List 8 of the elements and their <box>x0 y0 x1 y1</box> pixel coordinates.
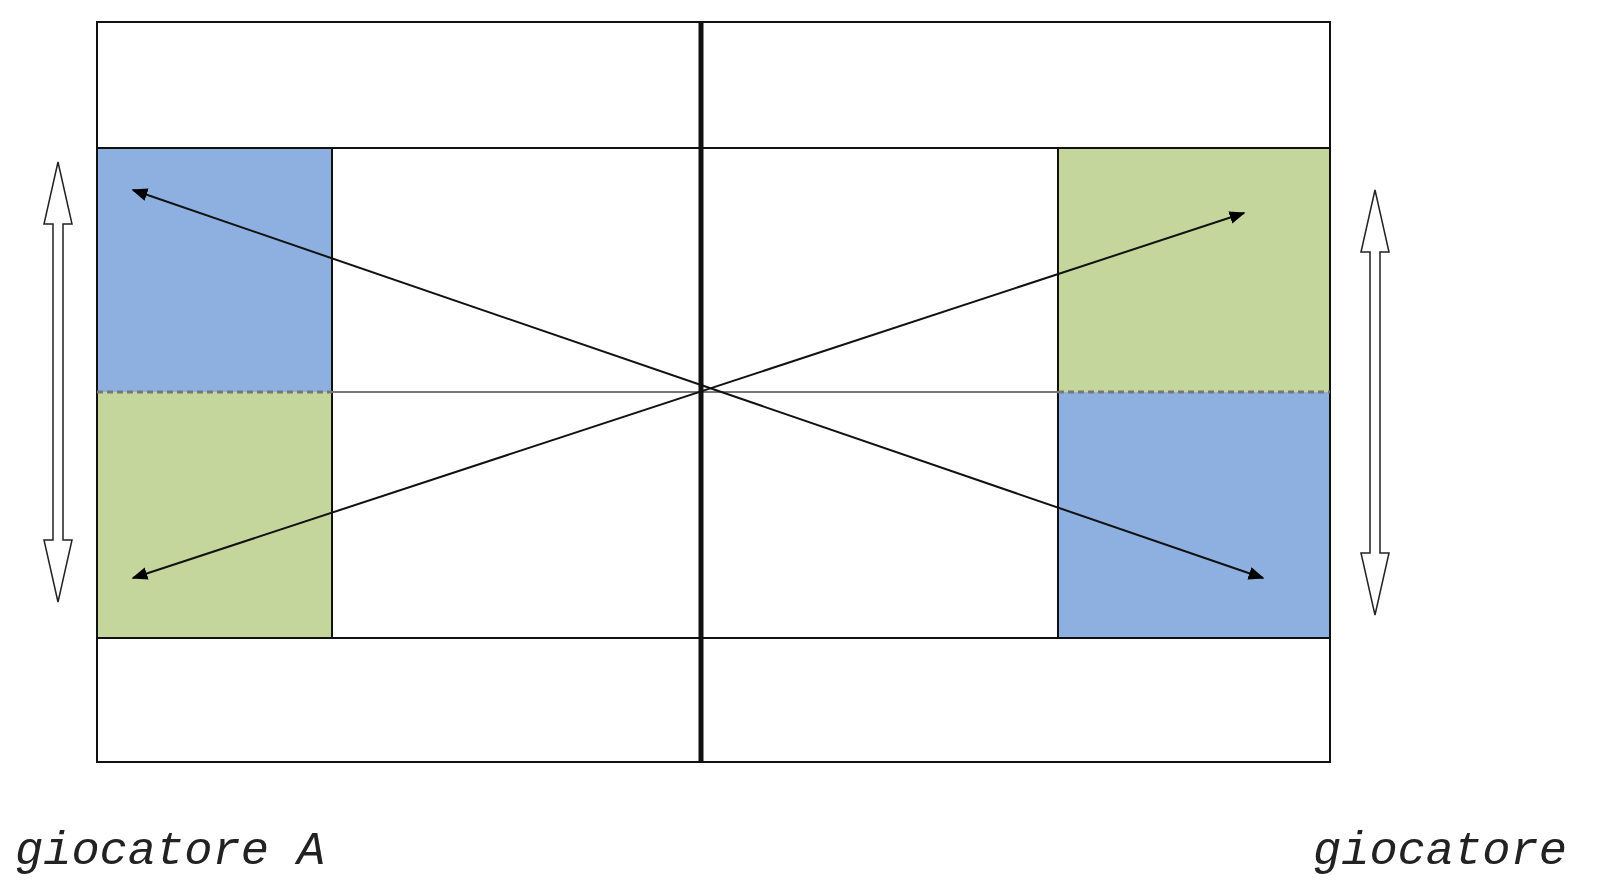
player-label: giocatore A <box>15 825 326 878</box>
court-zone <box>1058 148 1330 392</box>
court-zone <box>97 148 333 392</box>
player-label: giocatore <box>1313 825 1567 878</box>
block-arrow <box>1360 189 1390 616</box>
court-zone <box>1058 392 1330 638</box>
court-zone <box>97 392 333 638</box>
block-arrow <box>43 161 73 603</box>
